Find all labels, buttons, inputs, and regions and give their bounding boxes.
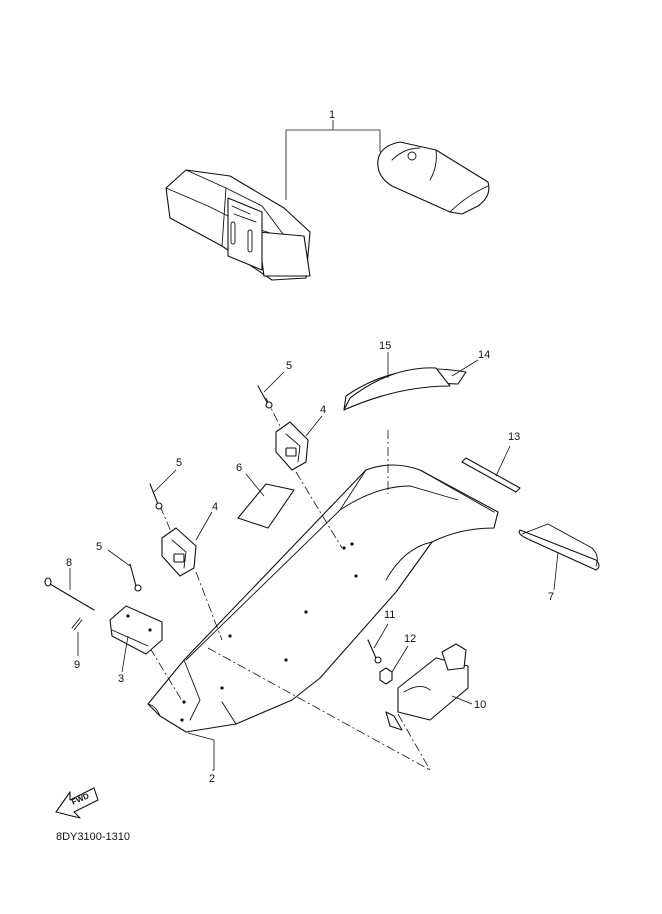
part-7-rod (518, 523, 600, 591)
part-12-nut (379, 645, 409, 685)
diagram-code: 8DY3100-1310 (56, 831, 130, 843)
callout-12: 12 (404, 633, 416, 645)
part-9-pin (71, 617, 83, 656)
callout-14: 14 (478, 349, 490, 361)
part-14-decal (343, 359, 479, 411)
part-4-clip-lower (161, 511, 213, 577)
callout-9: 9 (74, 659, 80, 671)
callout-13: 13 (508, 431, 520, 443)
fwd-arrow-icon: FWD (55, 787, 99, 819)
callout-2: 2 (209, 773, 215, 785)
part-6-label (237, 473, 295, 529)
part-5-screw-lower (107, 549, 142, 592)
case-pouch (377, 141, 490, 215)
callout-7: 7 (548, 591, 554, 603)
callout-5-upper: 5 (286, 360, 292, 372)
part-4-clip-upper (275, 415, 323, 471)
case-box (165, 169, 311, 281)
callout-4-lower: 4 (212, 501, 218, 513)
callout-11: 11 (384, 609, 395, 621)
part-13-strip (461, 445, 521, 493)
callout-8: 8 (66, 557, 72, 569)
callout-3: 3 (118, 673, 124, 685)
callout-4-upper: 4 (320, 404, 326, 416)
callout-5-middle: 5 (176, 457, 182, 469)
part-1-leader (285, 120, 381, 200)
part-3-hinge (109, 605, 163, 673)
part-8-bolt (44, 568, 95, 611)
part-1-group: 1 (165, 109, 490, 281)
part-10-bracket (385, 643, 473, 731)
part-11-screw (367, 623, 389, 664)
part-5-screw-upper (257, 371, 285, 409)
callout-15: 15 (379, 340, 391, 352)
part-5-screw-middle (149, 469, 177, 510)
callout-1: 1 (329, 109, 335, 121)
callout-10: 10 (474, 699, 486, 711)
part-2-fender (147, 464, 499, 771)
callout-6: 6 (236, 462, 242, 474)
callout-5-lower: 5 (96, 541, 102, 553)
